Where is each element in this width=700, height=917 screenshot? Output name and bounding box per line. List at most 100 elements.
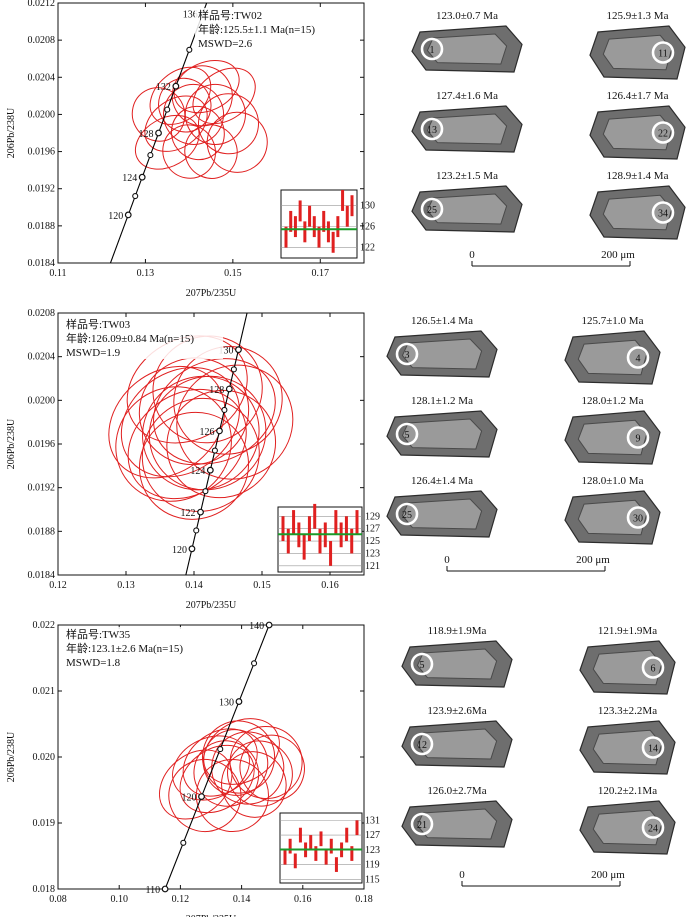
analysis-spot [641,816,665,839]
y-tick-label: 0.0212 [28,0,56,9]
error-ellipse [127,388,247,500]
error-ellipse [202,720,276,794]
error-ellipse [142,375,260,491]
spot-number: 24 [648,824,658,835]
inset-error-bar [334,510,338,535]
inset-error-bar [341,190,345,211]
analysis-spot [410,652,434,676]
inset-error-bar [302,534,306,560]
error-ellipse [227,740,293,807]
error-ellipse [221,751,287,818]
grain-age-label: 125.7±1.0 Ma [582,315,644,327]
inset-error-bar [313,503,317,529]
error-ellipse [182,728,258,797]
concordia-age-label: 130 [218,346,233,357]
concordia-age-label: 136 [183,9,198,20]
concordia-age-label: 128 [139,129,154,140]
error-ellipse [193,740,260,807]
concordia-marker [211,447,218,454]
inset-error-bar [284,226,288,248]
zircon-core [602,194,673,231]
y-tick-label: 0.0196 [28,439,56,450]
error-ellipse [184,124,238,179]
error-ellipse [170,105,225,161]
x-tick-label: 0.14 [233,894,251,905]
inset-error-bar [345,827,349,843]
plot-frame [57,2,365,264]
x-tick-label: 0.16 [294,894,312,905]
inset-error-bar [329,541,333,566]
error-ellipse [166,389,277,499]
x-axis-title: 207Pb/235U [186,288,237,299]
ellipse-group [108,335,294,520]
concordia-age: 年龄:123.1±2.6 Ma(n=15) [66,641,183,655]
zircon-core [602,34,673,71]
inset-error-bar [350,195,354,217]
analysis-spot [420,197,444,221]
y-tick-label: 0.0204 [28,72,56,83]
inset-error-bar [344,516,348,542]
error-ellipse [203,718,280,785]
x-tick-label: 0.15 [253,580,271,591]
concordia-age-label: 140 [249,621,264,632]
concordia-marker [193,527,200,534]
analysis-spot [410,732,434,756]
ellipse-group [158,718,305,832]
concordia-age-label: 126 [200,427,215,438]
y-tick-label: 0.0200 [28,109,56,120]
grain-age-label: 123.9±2.6Ma [427,705,486,717]
scale-bar-start-label: 0 [444,554,450,566]
analysis-spot [641,736,665,759]
error-ellipse [108,365,226,479]
info-background [63,317,223,359]
inset-tick-label: 131 [365,815,380,826]
inset-error-bar [312,216,316,238]
concordia-age-label: 130 [219,698,234,709]
inset-error-bar [326,221,330,243]
mswd: MSWD=2.6 [198,38,253,50]
analysis-spot [410,812,434,836]
x-tick-label: 0.11 [49,268,66,279]
inset-tick-label: 121 [365,561,380,572]
spot-number: 25 [427,205,437,216]
concordia-age-marker [138,173,146,181]
x-tick-label: 0.15 [224,268,242,279]
inset-error-bar [283,849,287,865]
concordia-age-label: 122 [181,508,196,519]
grain-age-label: 126.5±1.4 Ma [411,315,473,327]
concordia-age-marker [206,466,214,474]
y-tick-label: 0.021 [33,686,56,697]
error-ellipse [197,93,259,155]
y-tick-label: 0.0192 [28,483,56,494]
error-ellipse [158,749,233,820]
error-ellipse [162,124,216,179]
inset-error-bar [331,231,335,253]
concordia-age-marker [198,793,205,800]
analysis-spot [651,201,675,224]
inset-error-bar [298,200,302,222]
inset-error-bar [289,210,293,232]
grain-age-label: 126.4±1.4 Ma [411,475,473,487]
inset-error-bar [329,838,333,854]
spot-number: 3 [405,350,410,361]
scale-bar-end-label: 200 μm [576,554,610,566]
x-tick-label: 0.17 [312,268,330,279]
spot-number: 14 [648,744,658,755]
x-tick-label: 0.13 [137,268,155,279]
inset-frame [279,812,363,884]
inset-tick-label: 130 [360,201,375,212]
inset-error-bar [336,216,340,238]
concordia-age-marker [225,385,233,393]
zircon-core [416,648,498,680]
zircon-core [426,113,508,145]
error-ellipse [179,744,255,814]
error-ellipse [144,95,208,152]
error-ellipse [141,397,260,512]
concordia-marker [230,366,237,373]
spot-number: 9 [636,434,641,445]
zircon-core [592,809,663,846]
concordia-marker [132,193,139,200]
